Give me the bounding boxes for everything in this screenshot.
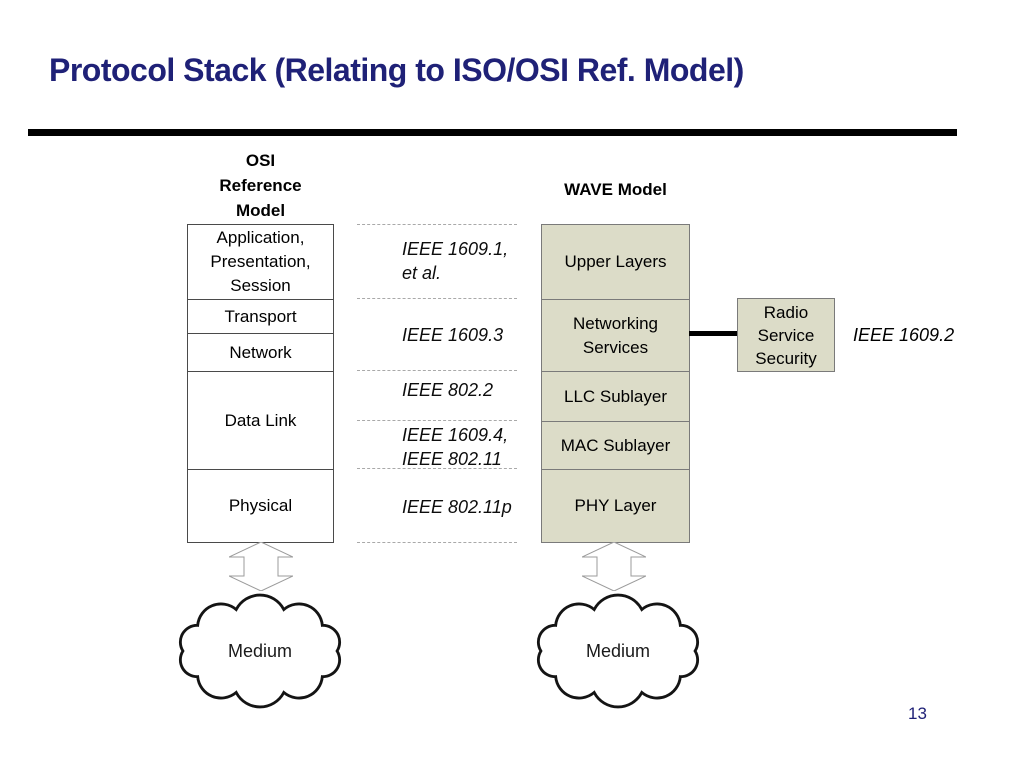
osi-layer-physical: Physical	[188, 469, 333, 542]
wave-stack: Upper Layers Networking Services LLC Sub…	[541, 224, 690, 543]
radio-service-security-box: Radio Service Security	[737, 298, 835, 372]
dashed-separator	[357, 224, 517, 225]
cloud-shape	[536, 593, 700, 709]
page-number: 13	[908, 704, 927, 723]
dashed-separator	[357, 370, 517, 371]
security-connector-line	[689, 331, 737, 336]
double-arrow-icon	[582, 542, 646, 591]
osi-column-header: OSI Reference Model	[219, 151, 302, 220]
osi-layer-network: Network	[188, 333, 333, 371]
wave-layer-upper-layers: Upper Layers	[564, 252, 667, 271]
wave-layer-networking-services: Networking Services	[542, 299, 689, 371]
osi-layer-transport: Transport	[188, 299, 333, 333]
wave-layer-llc-sublayer: LLC Sublayer	[542, 371, 689, 421]
wave-column-header: WAVE Model	[564, 180, 667, 199]
standard-ieee-1609-2: IEEE 1609.2	[853, 325, 955, 345]
dashed-separator	[357, 298, 517, 299]
dashed-separator	[357, 542, 517, 543]
double-arrow-icon	[229, 542, 293, 591]
osi-layer-application-presentation-session: Application, Presentation, Session	[210, 228, 311, 295]
dashed-separator	[357, 420, 517, 421]
standard-ieee-802-11p: IEEE 802.11p	[402, 497, 512, 517]
medium-label-right: Medium	[585, 641, 651, 661]
osi-stack: Application, Presentation, Session Trans…	[187, 224, 334, 543]
medium-label-left: Medium	[227, 641, 293, 661]
standard-ieee-802-2: IEEE 802.2	[402, 380, 494, 400]
cloud-shape	[178, 593, 342, 709]
dashed-separator	[357, 468, 517, 469]
slide-title: Protocol Stack (Relating to ISO/OSI Ref.…	[49, 52, 744, 88]
standard-ieee-1609-1: IEEE 1609.1, et al.	[402, 239, 509, 283]
standard-ieee-1609-4-802-11: IEEE 1609.4, IEEE 802.11	[402, 425, 509, 469]
wave-layer-mac-sublayer: MAC Sublayer	[542, 421, 689, 469]
title-divider-rule	[28, 129, 957, 136]
wave-layer-phy-layer: PHY Layer	[542, 469, 689, 542]
osi-layer-data-link: Data Link	[188, 371, 333, 469]
standard-ieee-1609-3: IEEE 1609.3	[402, 325, 504, 345]
